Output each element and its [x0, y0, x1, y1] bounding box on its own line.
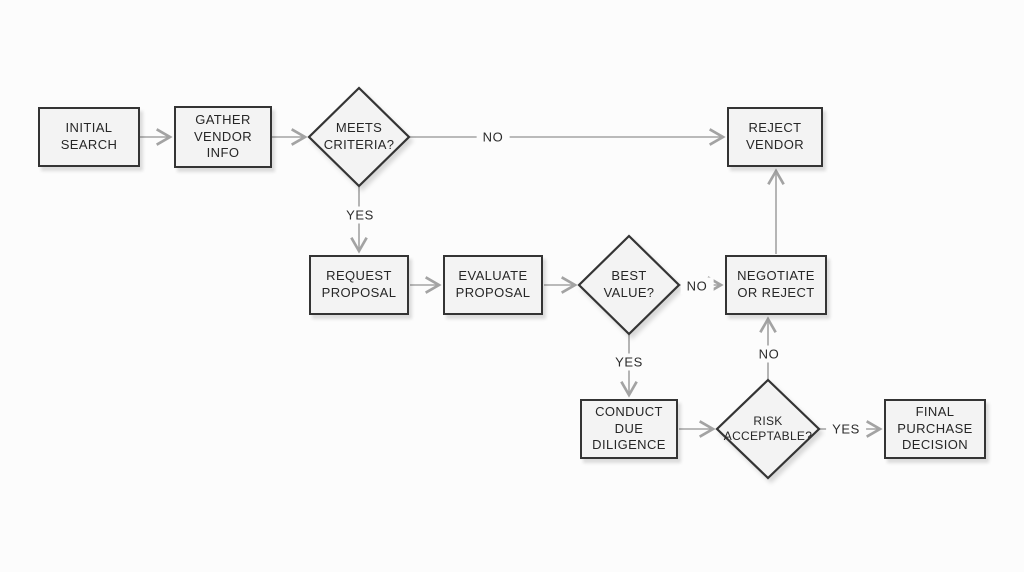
node-request-proposal: REQUEST PROPOSAL: [309, 255, 409, 315]
edge-label-meets-yes: YES: [340, 206, 380, 224]
node-label: REQUEST PROPOSAL: [321, 268, 397, 300]
edge-label-risk-no: NO: [752, 345, 786, 363]
node-final-purchase-decision: FINAL PURCHASE DECISION: [884, 399, 986, 459]
node-best-value: BEST VALUE?: [603, 268, 655, 300]
edge-label-meets-no: NO: [476, 128, 510, 146]
node-negotiate-or-reject: NEGOTIATE OR REJECT: [725, 255, 827, 315]
node-label: INITIAL SEARCH: [60, 120, 118, 152]
edge-label-risk-yes: YES: [826, 420, 866, 438]
edge-label-best-yes: YES: [609, 353, 649, 371]
node-evaluate-proposal: EVALUATE PROPOSAL: [443, 255, 543, 315]
node-label: REJECT VENDOR: [745, 120, 805, 152]
node-label: CONDUCT DUE DILIGENCE: [592, 404, 666, 453]
edge-label-best-no: NO: [680, 277, 714, 295]
node-initial-search: INITIAL SEARCH: [38, 107, 140, 167]
risk-acceptable-diamond: [715, 378, 821, 480]
best-value-diamond: [577, 234, 681, 336]
node-label: NEGOTIATE OR REJECT: [737, 268, 815, 300]
meets-criteria-diamond: [307, 86, 411, 188]
node-label: GATHER VENDOR INFO: [193, 112, 253, 161]
node-reject-vendor: REJECT VENDOR: [727, 107, 823, 167]
node-risk-acceptable: RISK ACCEPTABLE?: [723, 413, 813, 443]
node-gather-vendor-info: GATHER VENDOR INFO: [174, 106, 272, 168]
node-meets-criteria: MEETS CRITERIA?: [323, 120, 395, 152]
node-label: FINAL PURCHASE DECISION: [897, 404, 973, 453]
node-conduct-due-diligence: CONDUCT DUE DILIGENCE: [580, 399, 678, 459]
node-label: EVALUATE PROPOSAL: [455, 268, 531, 300]
